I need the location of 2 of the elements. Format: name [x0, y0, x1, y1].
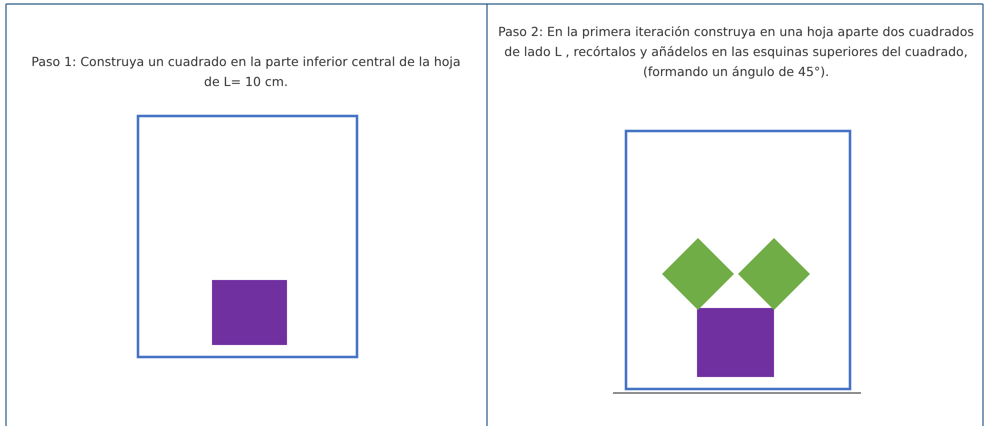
step-instruction: Paso 1: Construya un cuadrado en la parte inferior central de la hoja de L= 10 cm. — [30, 53, 462, 91]
step-instruction: Paso 2: En la primera iteración construya en una hoja aparte dos cuadrados de lado L , recórtalos y añádelos en las esquinas superiores del cuadrado, (formando un ángulo de 45°). — [497, 23, 975, 81]
